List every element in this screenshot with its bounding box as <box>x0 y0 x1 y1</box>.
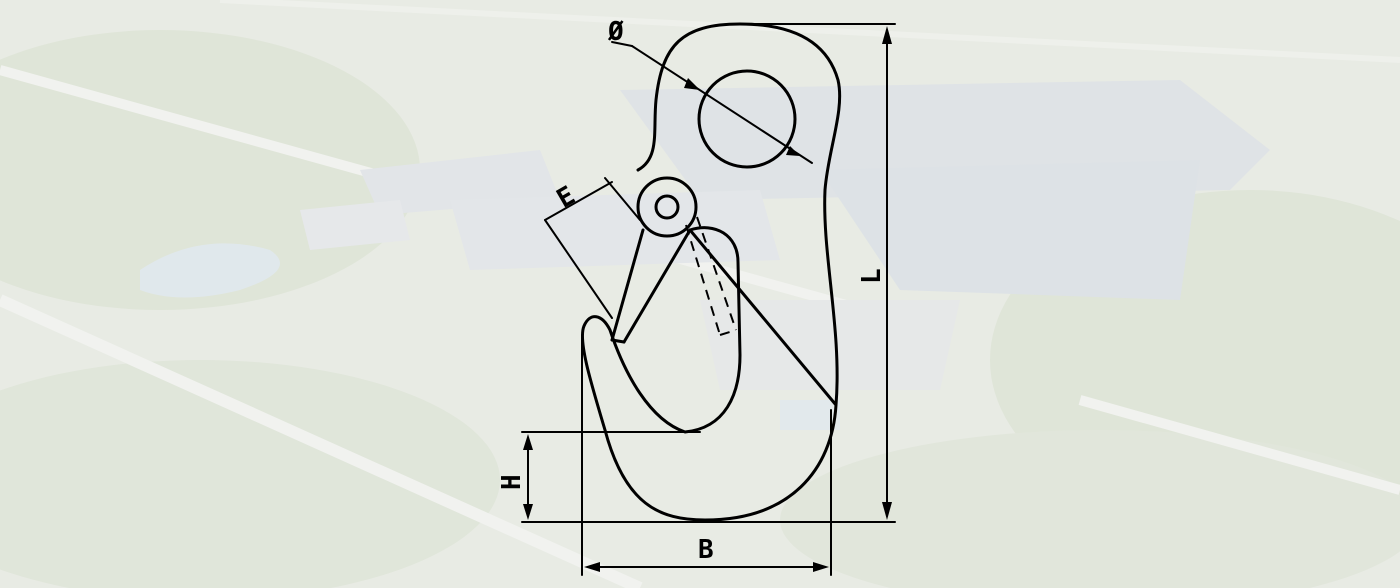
b-dimension: B <box>581 334 832 576</box>
e-label: E <box>552 181 581 215</box>
h-dimension: H <box>497 431 706 523</box>
diameter-label: Ø <box>607 17 624 47</box>
latch-right-edge <box>622 228 692 344</box>
h-label: H <box>497 474 527 490</box>
latch-open-right-edge <box>696 216 737 331</box>
diameter-dimension: Ø <box>607 17 813 164</box>
latch-left-edge <box>610 228 645 342</box>
latch-open-left-edge <box>685 224 721 336</box>
l-label: L <box>857 268 887 284</box>
hook-outline <box>580 22 842 522</box>
eye-hole <box>697 69 797 169</box>
pivot-pin-inner <box>654 194 680 220</box>
pivot-pin-outer <box>636 176 698 238</box>
l-dimension: L <box>704 23 896 523</box>
latch-open-tip <box>719 329 737 336</box>
latch-tip <box>610 338 626 344</box>
b-label: B <box>698 535 714 565</box>
e-dimension: E <box>544 177 641 319</box>
